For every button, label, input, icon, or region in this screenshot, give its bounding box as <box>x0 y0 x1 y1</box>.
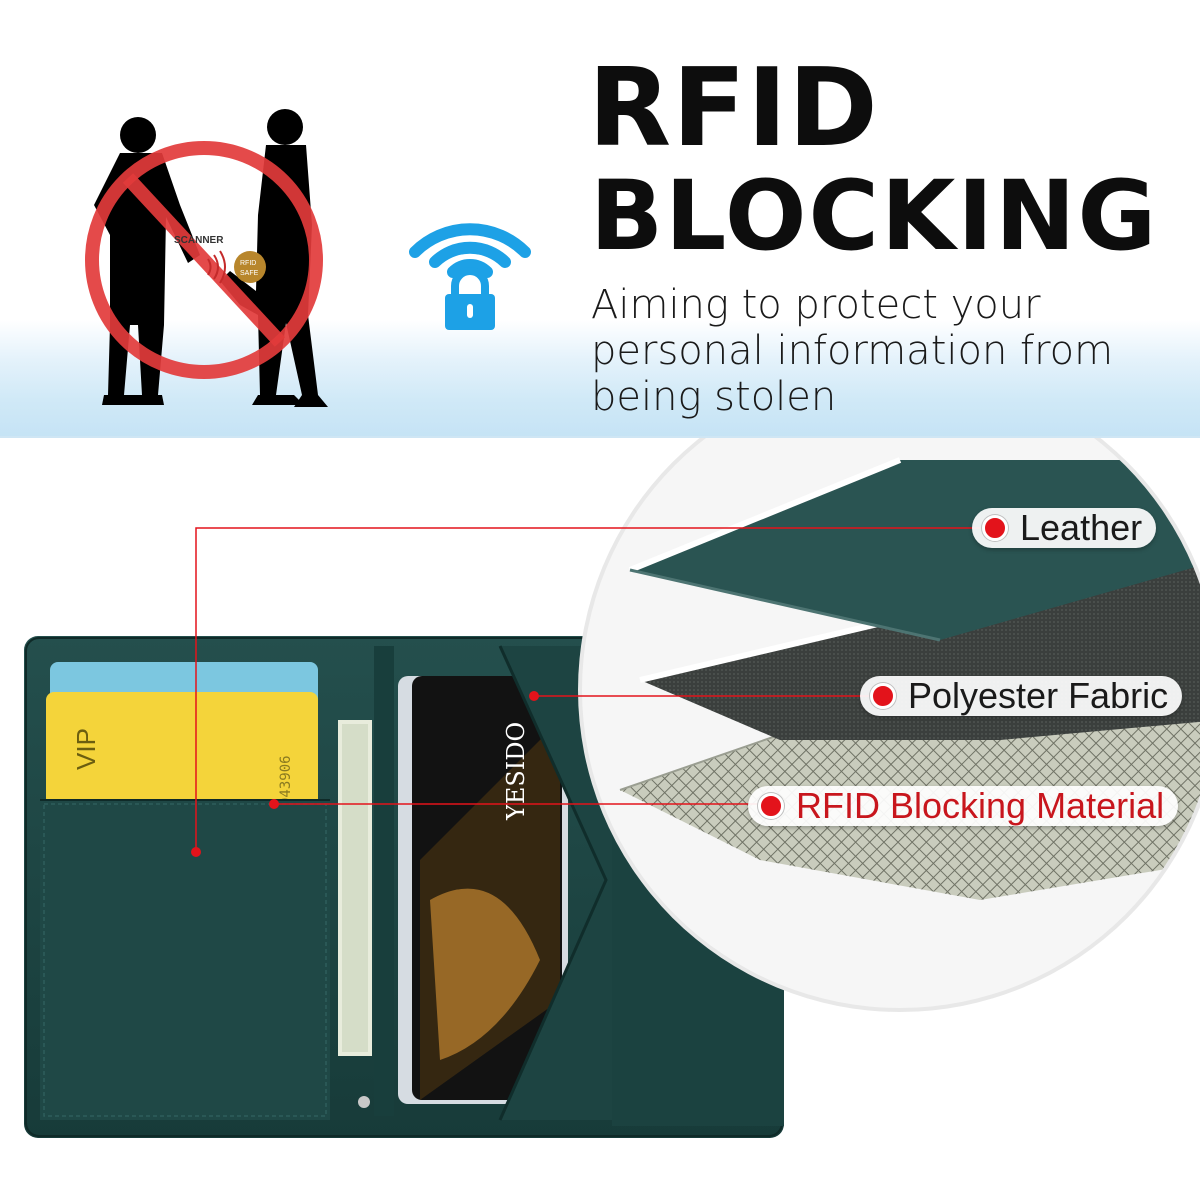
tagline-line: Aiming to protect your <box>591 282 1041 328</box>
tagline-line: personal information from <box>591 328 1114 374</box>
divider <box>0 436 1200 438</box>
tagline: Aiming to protect your personal informat… <box>591 282 1191 420</box>
tagline-line: being stolen <box>591 374 837 420</box>
callout-dot-icon <box>982 515 1008 541</box>
layer-label-text: Leather <box>1020 507 1143 548</box>
wallet-product-illustration: VIP 043906 YESIDO <box>0 438 1200 1200</box>
material-layers-magnifier <box>578 438 1200 1012</box>
hero-banner: SCANNER RFID SAFE RFID BLOCKING Aiming t… <box>0 0 1200 438</box>
vip-label: VIP <box>71 728 101 770</box>
scanner-label: SCANNER <box>174 235 224 246</box>
layer-label-leather: Leather <box>972 507 1157 548</box>
callout-lines <box>191 527 980 857</box>
wireless-lock-icon <box>405 200 535 335</box>
rfid-theft-prohibited-icon: SCANNER RFID SAFE <box>80 95 350 435</box>
page-subtitle: BLOCKING <box>590 160 1159 272</box>
layer-label-text: RFID Blocking Material <box>796 785 1165 826</box>
brand-text: YESIDO <box>502 722 530 821</box>
layer-label-polyester: Polyester Fabric <box>860 675 1183 716</box>
layer-label-rfid-material: RFID Blocking Material <box>748 785 1179 826</box>
layer-label-text: Polyester Fabric <box>908 675 1169 716</box>
callout-dot-icon <box>870 683 896 709</box>
badge-line1: RFID <box>240 260 256 267</box>
badge-line2: SAFE <box>240 270 259 277</box>
page-title: RFID <box>588 46 879 171</box>
callout-dot-icon <box>758 793 784 819</box>
vip-number: 043906 <box>278 755 294 806</box>
